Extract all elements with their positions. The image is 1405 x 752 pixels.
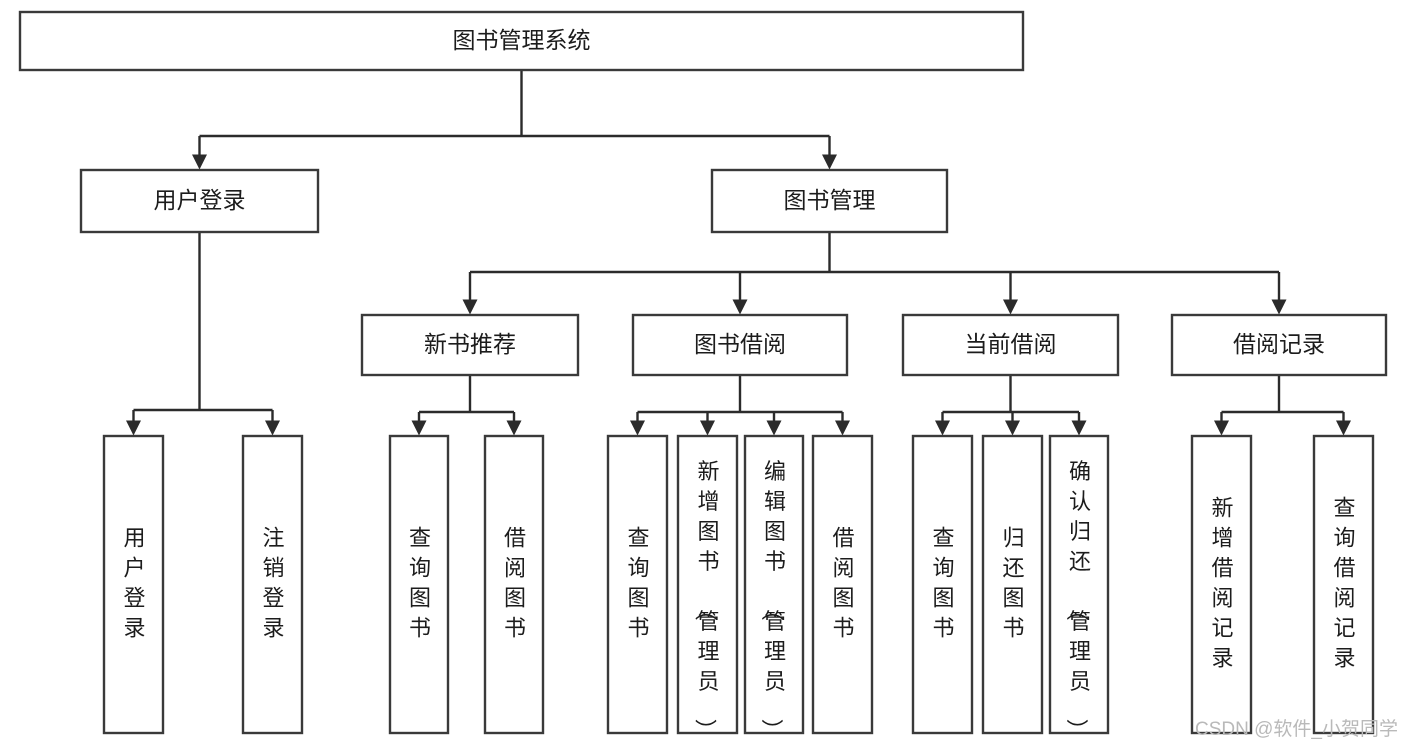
- node-leaf-6[interactable]: 编辑图书（管理员）: [743, 434, 805, 741]
- borrow-record-to-leaves-arrow-1: [1336, 420, 1351, 436]
- book-borrow-to-leaves-arrow-0: [630, 420, 645, 436]
- node-leaf-8-label: 查询图书: [932, 525, 954, 640]
- node-level3-0[interactable]: 新书推荐: [360, 313, 580, 377]
- node-root[interactable]: 图书管理系统: [18, 10, 1025, 72]
- connectors-layer: [126, 70, 1351, 436]
- node-leaf-4-box: [606, 434, 669, 735]
- current-borrow-to-leaves-arrow-1: [1005, 420, 1020, 436]
- node-level3-3-box: [1170, 313, 1388, 377]
- book-borrow-to-leaves-arrow-1: [700, 420, 715, 436]
- node-level3-2-label: 当前借阅: [965, 331, 1057, 357]
- current-borrow-to-leaves-arrow-2: [1071, 420, 1087, 436]
- node-leaf-11-box: [1190, 434, 1253, 735]
- node-leaf-5-box: [676, 434, 739, 735]
- node-leaf-4[interactable]: 查询图书: [606, 434, 669, 735]
- new-book-recommend-to-leaves-arrow-0: [411, 420, 427, 436]
- root-to-level2-arrow-1: [822, 154, 837, 170]
- node-leaf-8[interactable]: 查询图书: [911, 434, 974, 735]
- node-leaf-9[interactable]: 归还图书: [981, 434, 1044, 735]
- root-to-level2-arrow-0: [192, 154, 207, 170]
- user-login-to-leaves-arrow-1: [265, 420, 280, 436]
- node-leaf-7-box: [811, 434, 874, 735]
- current-borrow-to-leaves-arrow-0: [935, 420, 950, 436]
- node-leaf-11[interactable]: 新增借阅记录: [1190, 434, 1253, 735]
- user-login-to-leaves-arrow-0: [126, 420, 141, 436]
- node-level3-1[interactable]: 图书借阅: [631, 313, 849, 377]
- nodes-layer: 图书管理系统用户登录图书管理新书推荐图书借阅当前借阅借阅记录用户登录注销登录查询…: [18, 10, 1388, 741]
- book-manage-to-level3-arrow-1: [732, 299, 748, 315]
- node-leaf-9-label: 归还图书: [1002, 525, 1024, 640]
- node-leaf-10-box: [1048, 434, 1110, 735]
- node-leaf-1-label: 注销登录: [262, 525, 284, 640]
- node-leaf-10-label: 确认归还（管理员）: [1064, 459, 1091, 741]
- node-leaf-3-box: [483, 434, 545, 735]
- node-leaf-5[interactable]: 新增图书（管理员）: [676, 434, 739, 741]
- node-leaf-3[interactable]: 借阅图书: [483, 434, 545, 735]
- node-leaf-10[interactable]: 确认归还（管理员）: [1048, 434, 1110, 741]
- node-level3-1-label: 图书借阅: [694, 331, 786, 357]
- node-level3-0-box: [360, 313, 580, 377]
- node-level3-2[interactable]: 当前借阅: [901, 313, 1120, 377]
- node-leaf-2-label: 查询图书: [409, 525, 431, 640]
- node-level3-2-box: [901, 313, 1120, 377]
- node-leaf-1[interactable]: 注销登录: [241, 434, 304, 735]
- node-level2-0-box: [79, 168, 320, 234]
- node-leaf-2-box: [388, 434, 450, 735]
- node-level2-0-label: 用户登录: [154, 187, 246, 213]
- node-leaf-3-label: 借阅图书: [504, 525, 526, 640]
- node-leaf-5-label: 新增图书（管理员）: [692, 459, 719, 741]
- node-level2-0[interactable]: 用户登录: [79, 168, 320, 234]
- node-leaf-0-label: 用户登录: [123, 525, 145, 640]
- node-leaf-0[interactable]: 用户登录: [102, 434, 165, 735]
- node-root-label: 图书管理系统: [453, 27, 591, 53]
- watermark-label: CSDN @软件_小贺同学: [1195, 718, 1398, 740]
- node-level2-1-box: [710, 168, 949, 234]
- node-level3-1-box: [631, 313, 849, 377]
- node-leaf-12[interactable]: 查询借阅记录: [1312, 434, 1375, 735]
- book-manage-to-level3-arrow-0: [462, 299, 478, 315]
- new-book-recommend-to-leaves-arrow-1: [506, 420, 522, 436]
- node-leaf-0-box: [102, 434, 165, 735]
- node-leaf-12-box: [1312, 434, 1375, 735]
- node-leaf-9-box: [981, 434, 1044, 735]
- node-level2-1[interactable]: 图书管理: [710, 168, 949, 234]
- node-leaf-7[interactable]: 借阅图书: [811, 434, 874, 735]
- node-leaf-7-label: 借阅图书: [832, 525, 854, 640]
- node-level3-0-label: 新书推荐: [424, 331, 516, 357]
- node-leaf-8-box: [911, 434, 974, 735]
- book-manage-to-level3-arrow-2: [1003, 299, 1018, 315]
- node-leaf-12-label: 查询借阅记录: [1333, 495, 1355, 670]
- node-level2-1-label: 图书管理: [784, 187, 876, 213]
- node-leaf-6-box: [743, 434, 805, 735]
- node-leaf-4-label: 查询图书: [627, 525, 649, 640]
- node-leaf-1-box: [241, 434, 304, 735]
- book-manage-to-level3-arrow-3: [1271, 299, 1287, 315]
- node-leaf-2[interactable]: 查询图书: [388, 434, 450, 735]
- book-borrow-to-leaves-arrow-2: [766, 420, 782, 436]
- book-borrow-to-leaves-arrow-3: [835, 420, 850, 436]
- node-leaf-11-label: 新增借阅记录: [1211, 495, 1233, 670]
- node-level3-3[interactable]: 借阅记录: [1170, 313, 1388, 377]
- node-level3-3-label: 借阅记录: [1233, 331, 1325, 357]
- borrow-record-to-leaves-arrow-0: [1214, 420, 1229, 436]
- node-root-box: [18, 10, 1025, 72]
- node-leaf-6-label: 编辑图书（管理员）: [759, 459, 786, 741]
